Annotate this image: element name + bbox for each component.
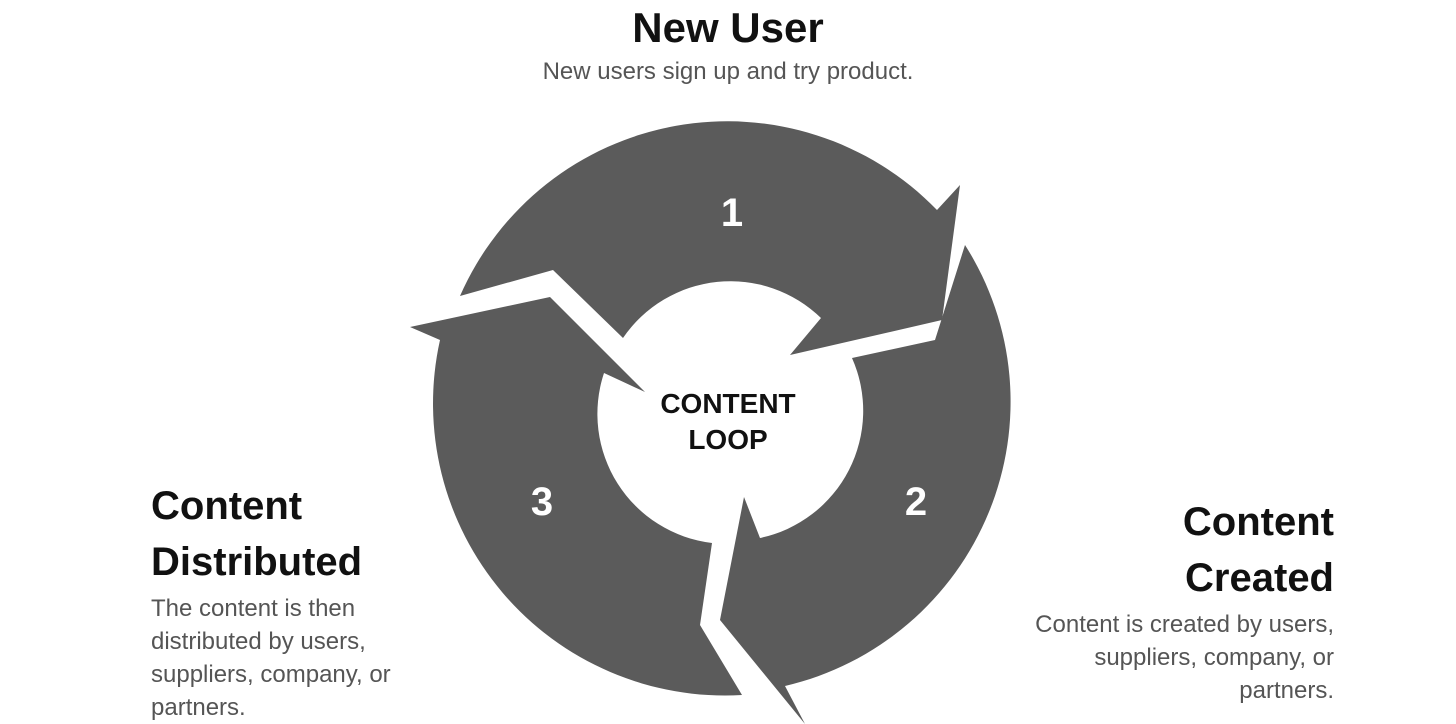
new-user-description: New users sign up and try product. [542, 58, 914, 85]
step-number-1: 1 [721, 191, 743, 235]
content-distributed-section: Content Distributed The content is then … [151, 478, 451, 724]
description-line: Content is created by users, [1035, 611, 1334, 638]
content-distributed-title: Content Distributed [151, 478, 451, 590]
loop-segment-3 [410, 297, 742, 696]
content-distributed-description: The content is then distributed by users… [151, 592, 451, 724]
description-line: partners. [151, 694, 246, 721]
step-number-3: 3 [531, 480, 553, 524]
content-created-section: Content Created Content is created by us… [980, 494, 1334, 707]
loop-segment-2 [720, 245, 1011, 724]
center-label-line-2: LOOP [688, 424, 767, 455]
loop-segment-1 [460, 121, 960, 356]
description-line: suppliers, company, or [151, 661, 391, 688]
center-label-line-1: CONTENT [660, 388, 795, 419]
new-user-section: New User New users sign up and try produ… [428, 4, 1028, 88]
description-line: suppliers, company, or [1094, 644, 1334, 671]
content-created-title: Content Created [980, 494, 1334, 606]
description-line: partners. [1239, 677, 1334, 704]
description-line: distributed by users, [151, 628, 366, 655]
content-created-description: Content is created by users, suppliers, … [980, 608, 1334, 707]
content-created-title-line-2: Created [1185, 556, 1334, 600]
description-line: The content is then [151, 595, 356, 622]
step-number-2: 2 [905, 480, 927, 524]
content-distributed-title-line-2: Distributed [151, 540, 363, 584]
content-distributed-title-line-1: Content [151, 484, 303, 528]
new-user-title: New User [632, 4, 824, 51]
content-created-title-line-1: Content [1182, 500, 1334, 544]
